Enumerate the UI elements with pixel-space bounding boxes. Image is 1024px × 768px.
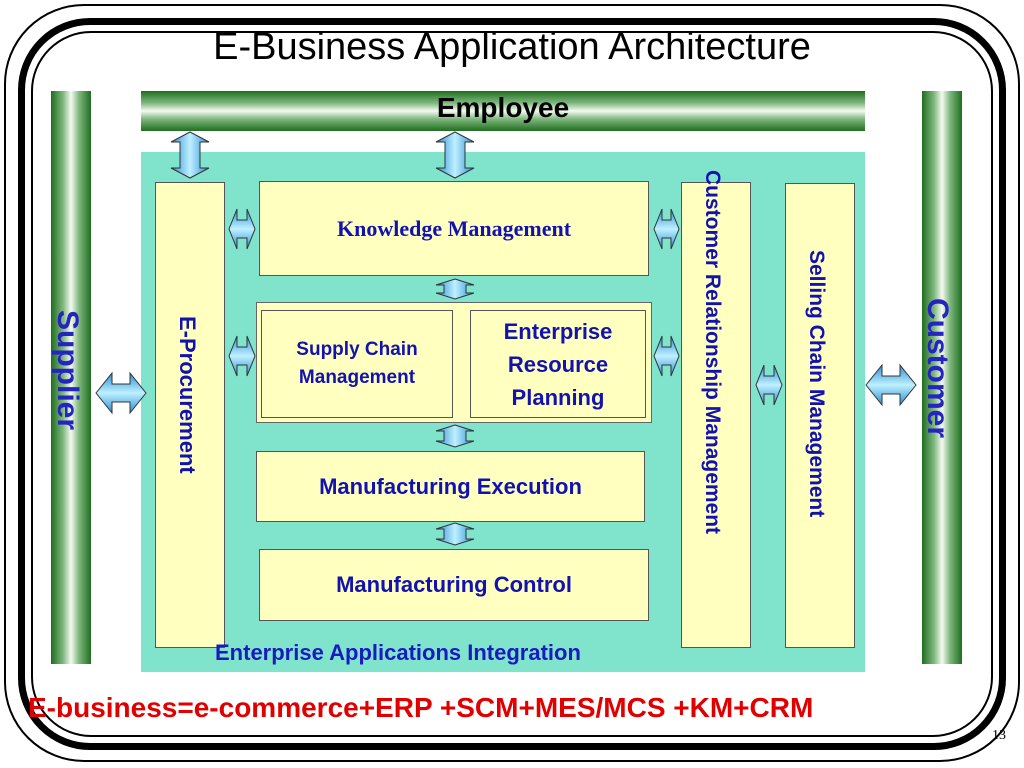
slide-frame-inner: [18, 18, 1006, 750]
manufacturing-control-box: Manufacturing Control: [259, 549, 649, 621]
employee-label: Employee: [436, 92, 570, 123]
arrow-selling-customer: [865, 363, 917, 407]
e-procurement-label: E-Procurement: [175, 316, 200, 474]
employee-bar: [141, 91, 865, 131]
knowledge-management-label: Knowledge Management: [336, 215, 572, 241]
arrow-eproc-km: [228, 208, 256, 250]
page-number: 13: [992, 728, 1006, 743]
selling-chain-box: [785, 183, 855, 648]
crm-box: [681, 182, 751, 648]
customer-label: Customer: [921, 298, 954, 439]
arrow-employee-eprocurement: [170, 131, 210, 179]
supplier-label: Supplier: [51, 310, 84, 431]
integration-label: Enterprise Applications Integration: [215, 640, 581, 665]
arrow-eproc-scm: [228, 335, 256, 377]
supply-chain-management-box: Supply Chain Management: [261, 310, 453, 418]
arrow-km-scm: [435, 278, 475, 300]
erp-line2: Resource: [507, 351, 609, 377]
erp-box: Enterprise Resource Planning: [470, 310, 646, 418]
selling-chain-label: Selling Chain Management: [805, 250, 828, 518]
supplier-bar: [51, 91, 91, 664]
erp-line1: Enterprise: [503, 318, 613, 344]
manufacturing-execution-box: Manufacturing Execution: [256, 451, 645, 522]
arrow-crm-selling: [755, 364, 783, 406]
e-procurement-box: [155, 182, 225, 648]
customer-bar: [922, 91, 962, 664]
slide-title: E-Business Application Architecture: [213, 26, 811, 68]
manufacturing-execution-label: Manufacturing Execution: [319, 473, 582, 499]
slide-frame-outer: [4, 4, 1020, 762]
arrow-scm-mes: [435, 424, 475, 448]
arrow-km-crm: [653, 208, 680, 250]
crm-label: Customer Relationship Management: [701, 170, 724, 535]
arrow-mes-mcs: [435, 522, 475, 546]
formula-text: E-business=e-commerce+ERP +SCM+MES/MCS +…: [28, 692, 814, 723]
arrow-supplier-eproc: [95, 371, 147, 415]
arrow-erp-crm: [653, 335, 680, 377]
slide-frame-inner-thin: [31, 31, 993, 737]
arrow-employee-km: [435, 131, 475, 179]
manufacturing-control-label: Manufacturing Control: [336, 572, 572, 597]
supply-chain-line2: Management: [298, 367, 416, 388]
supply-chain-line1: Supply Chain: [296, 339, 418, 360]
erp-line3: Planning: [511, 384, 605, 410]
knowledge-management-box: Knowledge Management: [259, 181, 649, 276]
